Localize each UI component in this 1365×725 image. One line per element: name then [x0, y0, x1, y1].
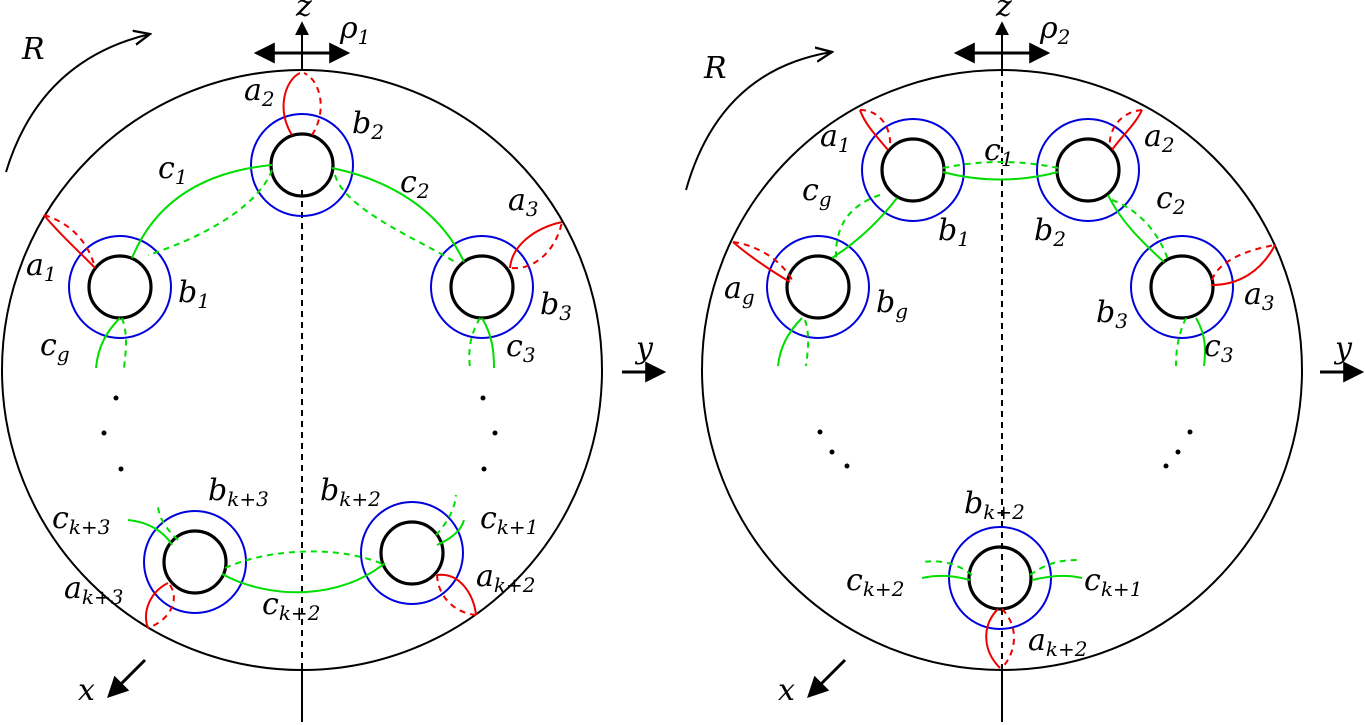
panel-2: z ρ2 R y x a1 b1 a2 b2 ag bg a3 b3 bk+2 … [685, 0, 1365, 722]
x-arrow-2 [807, 658, 847, 698]
label-a2: a2 [244, 73, 275, 111]
rotation-arrow-2 [685, 52, 832, 191]
ck2-curve-p2 [921, 574, 971, 581]
c2-curve [331, 167, 465, 263]
ck3-curve [127, 519, 173, 546]
label-a2-p2: a2 [1144, 119, 1175, 157]
cg-curve-p2 [831, 197, 898, 259]
label-bk3: bk+3 [208, 473, 269, 511]
x-label-1: x [78, 673, 95, 708]
ck2-curve [221, 562, 386, 594]
label-cg-p2: cg [802, 173, 832, 211]
ck1-curve-p2 [1031, 574, 1083, 581]
hole-bk2-p2 [948, 526, 1052, 669]
c3-curve [481, 317, 495, 369]
hole-bk2 [360, 501, 477, 616]
ck1-curve [436, 519, 465, 546]
panel-1: z ρ1 R y x a2 b2 a1 b1 a3 b3 bk+3 ak+3 b… [1, 0, 667, 722]
c3-curve-p2 [1195, 317, 1206, 367]
label-b2-p2: b2 [1034, 213, 1066, 251]
label-a1: a1 [26, 248, 57, 286]
y-label-1: y [634, 331, 654, 366]
label-b1-p2: b1 [938, 213, 970, 251]
label-b3: b3 [540, 287, 572, 325]
c1-curve-p2 [942, 171, 1059, 181]
rotation-label-1: R [21, 32, 45, 67]
cg-lower-p2 [777, 317, 803, 367]
label-ak2-p2: ak+2 [1028, 623, 1088, 661]
label-ak2: ak+2 [476, 559, 536, 597]
hole-bk3 [143, 510, 247, 629]
label-c3-p2: c3 [1204, 329, 1234, 367]
label-b2: b2 [352, 106, 384, 144]
label-c1-p2: c1 [984, 133, 1014, 171]
label-cg: cg [40, 328, 70, 366]
label-a3: a3 [508, 183, 539, 221]
label-bk2: bk+2 [320, 473, 381, 511]
label-c3: c3 [506, 329, 536, 367]
label-b3-p2: b3 [1096, 295, 1128, 333]
label-c2: c2 [400, 165, 430, 203]
label-ck1-p2: ck+1 [1084, 563, 1142, 601]
label-a1-p2: a1 [820, 119, 851, 157]
rho-label-2: ρ2 [1039, 11, 1070, 49]
hole-bg-p2 [732, 235, 870, 339]
label-ak3: ak+3 [64, 571, 124, 609]
c2-curve-p2 [1107, 194, 1165, 263]
hole-b2-p2 [1036, 109, 1143, 222]
rho-label-1: ρ1 [339, 11, 370, 49]
label-ck2-p2: ck+2 [846, 563, 904, 601]
label-ck1: ck+1 [480, 501, 538, 539]
hole-b3-p2 [1130, 235, 1276, 339]
z-label-2: z [995, 0, 1012, 24]
rotation-arrow-1 [5, 34, 150, 173]
hole-b1-p2 [859, 109, 965, 222]
label-bk2-p2: bk+2 [964, 486, 1025, 524]
label-bg-p2: bg [876, 285, 908, 323]
label-ag-p2: ag [724, 271, 755, 309]
label-ck2: ck+2 [262, 587, 320, 625]
label-ck3: ck+3 [52, 501, 110, 539]
x-label-2: x [778, 673, 795, 708]
label-a3-p2: a3 [1244, 277, 1275, 315]
c1-curve [131, 164, 273, 259]
hole-b1 [43, 214, 172, 339]
y-label-2: y [1333, 331, 1353, 366]
label-c2-p2: c2 [1156, 181, 1186, 219]
x-arrow-1 [107, 658, 147, 698]
z-label-1: z [295, 0, 312, 24]
cg-curve [95, 317, 121, 369]
rotation-label-2: R [703, 51, 727, 86]
label-b1: b1 [178, 275, 210, 313]
label-c1: c1 [158, 151, 188, 189]
